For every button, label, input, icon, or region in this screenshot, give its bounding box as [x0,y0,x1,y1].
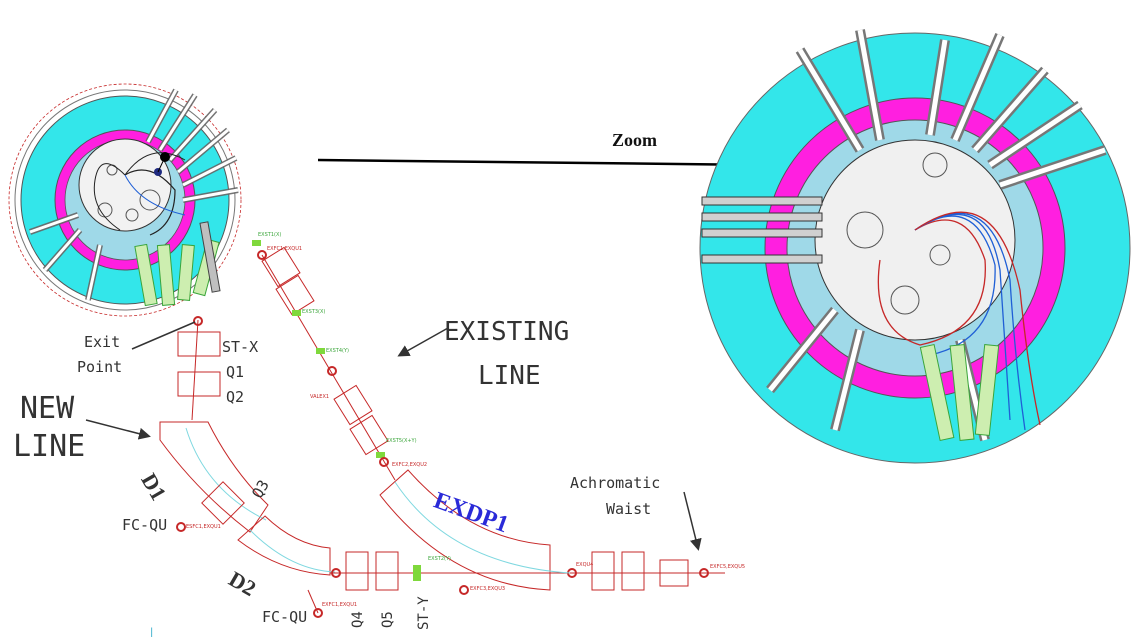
cyclotron-small [8,83,242,317]
tag-exst2: EXST2(Y) [428,556,451,562]
tag-exst3: EXST3(X) [302,309,325,315]
exdp1-label: EXDP1 [430,488,512,539]
corner-tick: | [150,627,153,637]
q2-label: Q2 [226,388,244,406]
achromatic-label-2: Waist [606,500,651,518]
exit-point-label-1: Exit [84,333,120,351]
q3-label: Q3 [248,477,273,502]
cyclotron-zoomed [699,29,1131,464]
existing-line-label-1: EXISTING [444,317,569,347]
q5-label: Q5 [380,611,396,628]
new-line-label-1: NEW [20,391,75,426]
zoom-label: Zoom [612,130,657,150]
tag-exfc2: EXFC2,EXQU2 [392,462,427,468]
exit-point-label-2: Point [77,358,122,376]
q1-label: Q1 [226,363,244,381]
new-line-arrow [85,419,151,440]
new-beamline [159,316,725,618]
existing-line-label-2: LINE [478,361,541,391]
tag-exfc1: EXFC1,EXQU1 [267,246,302,252]
tag-esfc1: ESFC1,EXQU1 [186,524,221,530]
existing-beamline [252,240,571,591]
achromatic-label-1: Achromatic [570,474,660,492]
st-x-label: ST-X [222,338,258,356]
existing-line-arrow [397,327,449,357]
tag-exqu4: EXQU4 [576,562,593,568]
component-tags: EXFC1,EXQU1 EXST1(X) EXST3(X) EXST4(Y) V… [186,232,745,608]
new-line-label-2: LINE [13,429,85,464]
fc-qu-label-1: FC-QU [122,516,167,534]
tag-exst1: EXST1(X) [258,232,281,238]
tag-exst5: EXST5(X+Y) [386,438,417,444]
tag-exfc1b: EXFC1,EXQU1 [322,602,357,608]
q4-label: Q4 [350,611,366,628]
labels: Exit Point ST-X Q1 Q2 NEW LINE D1 Q3 FC-… [13,317,702,630]
d1-label: D1 [136,469,171,505]
zoom-arrow [317,149,773,180]
tag-exfc3: EXFC3,EXQU3 [470,586,505,592]
tag-exfc5: EXFC5,EXQU5 [710,564,745,570]
fc-qu-label-2: FC-QU [262,608,307,626]
tag-valex1: VALEX1 [310,394,329,400]
tag-exst4: EXST4(Y) [326,348,349,354]
exit-point-leader [131,321,196,350]
d2-label: D2 [225,566,261,601]
achromatic-arrow [683,491,702,551]
st-y-label: ST-Y [416,596,432,630]
